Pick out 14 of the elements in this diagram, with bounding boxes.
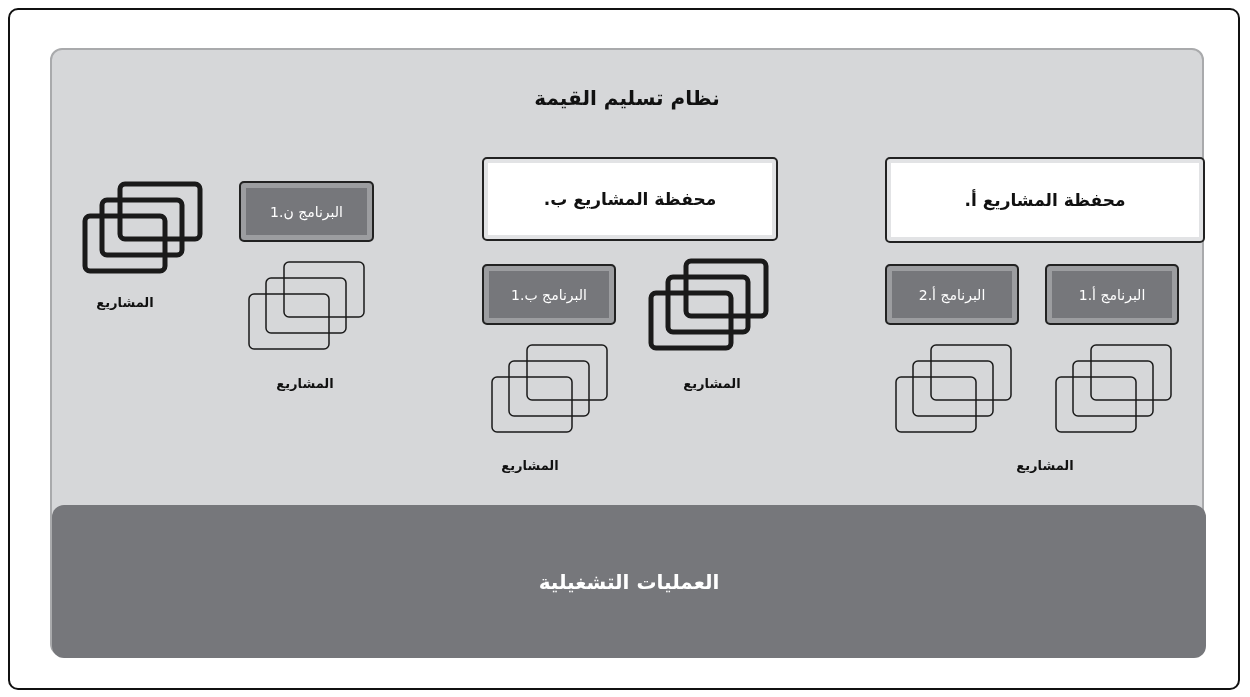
program-box: البرنامج أ.1 <box>1045 264 1179 325</box>
portfolio-box: محفظة المشاريع ب. <box>482 157 778 241</box>
program-box: البرنامج ب.1 <box>482 264 616 325</box>
portfolio-box: محفظة المشاريع أ. <box>885 157 1205 243</box>
operations-band: العمليات التشغيلية <box>52 505 1206 658</box>
projects-label: المشاريع <box>683 375 741 391</box>
program-box: البرنامج ن.1 <box>239 181 374 242</box>
program-box: البرنامج أ.2 <box>885 264 1019 325</box>
system-panel <box>50 48 1204 656</box>
projects-label: المشاريع <box>1016 457 1074 473</box>
panel-title: نظام تسليم القيمة <box>534 86 720 110</box>
projects-label: المشاريع <box>501 457 559 473</box>
projects-label: المشاريع <box>96 294 154 310</box>
projects-label: المشاريع <box>276 375 334 391</box>
